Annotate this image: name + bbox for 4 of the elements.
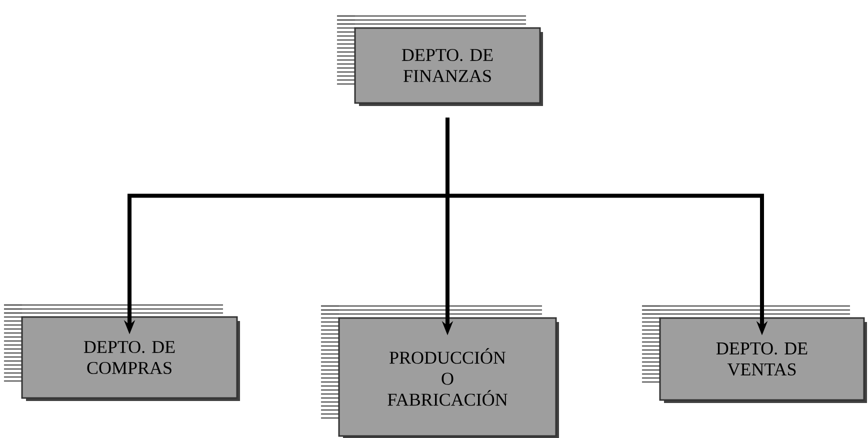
org-box: DEPTO. DE VENTAS bbox=[642, 305, 867, 403]
org-box: DEPTO. DE COMPRAS bbox=[4, 304, 240, 401]
org-box: DEPTO. DE FINANZAS bbox=[337, 15, 543, 106]
org-box: PRODUCCIÓN O FABRICACIÓN bbox=[321, 305, 559, 438]
